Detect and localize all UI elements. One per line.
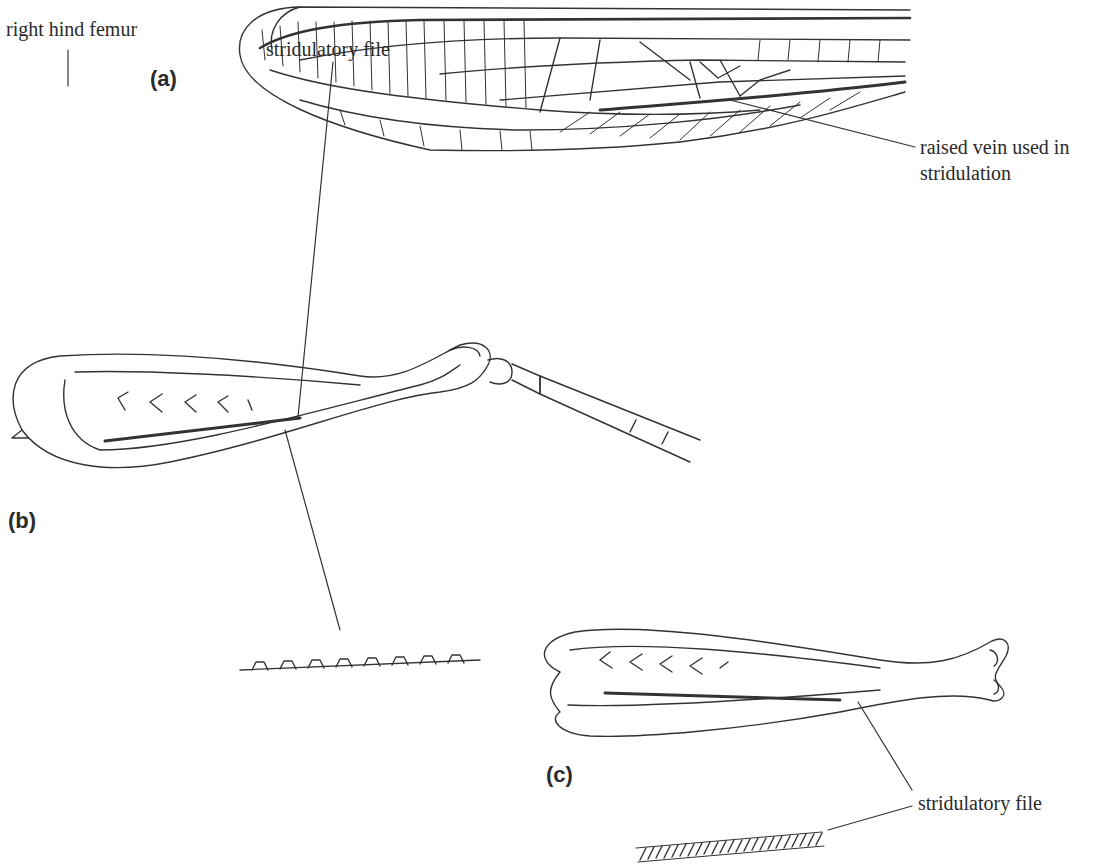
panel-letter: (a)	[150, 66, 177, 92]
leader-line	[858, 702, 912, 790]
wing-drawing	[239, 7, 915, 151]
leader-line	[285, 430, 340, 630]
callout-label: raised vein used in stridulation	[920, 134, 1078, 186]
leader-line	[828, 806, 912, 830]
callout-label: stridulatory file	[918, 790, 1042, 816]
leader-line	[298, 62, 333, 417]
panel-letter: (b)	[8, 508, 36, 534]
femur-c-drawing	[544, 629, 1008, 862]
leader-line	[67, 50, 68, 86]
panel-letter: (c)	[546, 762, 573, 788]
femur-b-drawing	[12, 50, 700, 670]
callout-label: stridulatory file	[266, 36, 390, 62]
leader-line	[730, 100, 915, 147]
callout-label: right hind femur	[6, 16, 137, 42]
